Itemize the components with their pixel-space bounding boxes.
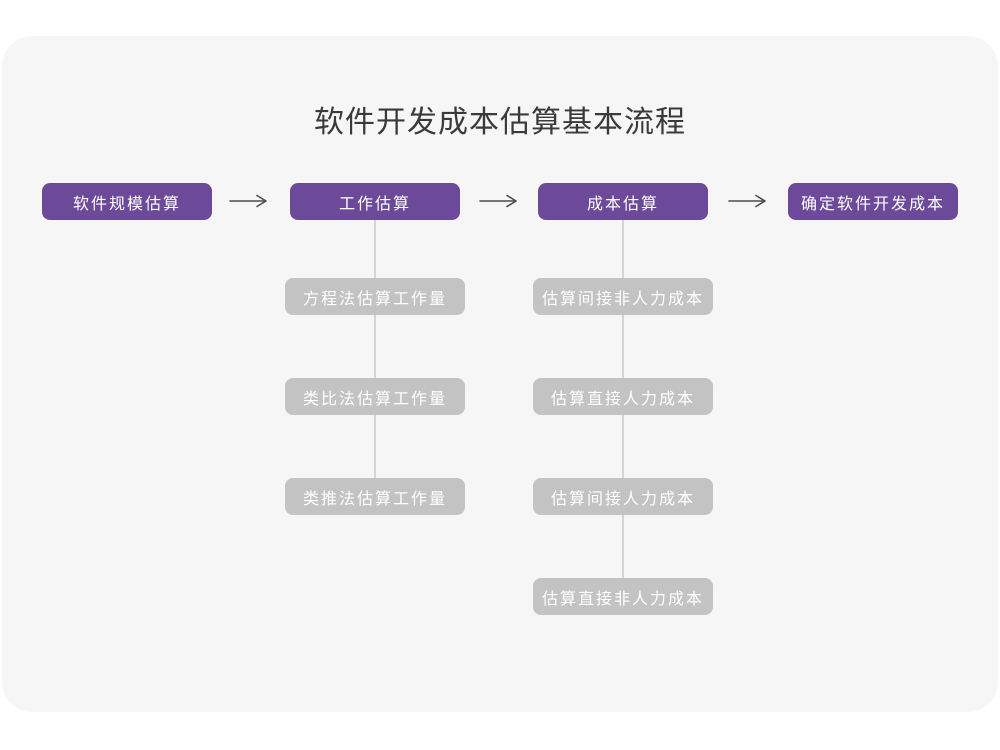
step-software-size-estimation: 软件规模估算 [42, 183, 212, 220]
arrow-right-icon [229, 194, 267, 208]
connector-line-work-estimation [374, 219, 376, 496]
substep-analogy-method: 类比法估算工作量 [285, 378, 465, 415]
substep-extrapolation-method: 类推法估算工作量 [285, 478, 465, 515]
step-cost-estimation: 成本估算 [538, 183, 708, 220]
arrow-right-icon [479, 194, 517, 208]
step-confirm-development-cost: 确定软件开发成本 [788, 183, 958, 220]
diagram-card [2, 36, 998, 712]
substep-indirect-labor-cost: 估算间接人力成本 [533, 478, 713, 515]
substep-equation-method: 方程法估算工作量 [285, 278, 465, 315]
substep-direct-non-labor-cost: 估算直接非人力成本 [533, 578, 713, 615]
substep-indirect-non-labor-cost: 估算间接非人力成本 [533, 278, 713, 315]
arrow-right-icon [728, 194, 766, 208]
step-effort-estimation: 工作估算 [290, 183, 460, 220]
substep-direct-labor-cost: 估算直接人力成本 [533, 378, 713, 415]
diagram-title: 软件开发成本估算基本流程 [314, 106, 686, 139]
